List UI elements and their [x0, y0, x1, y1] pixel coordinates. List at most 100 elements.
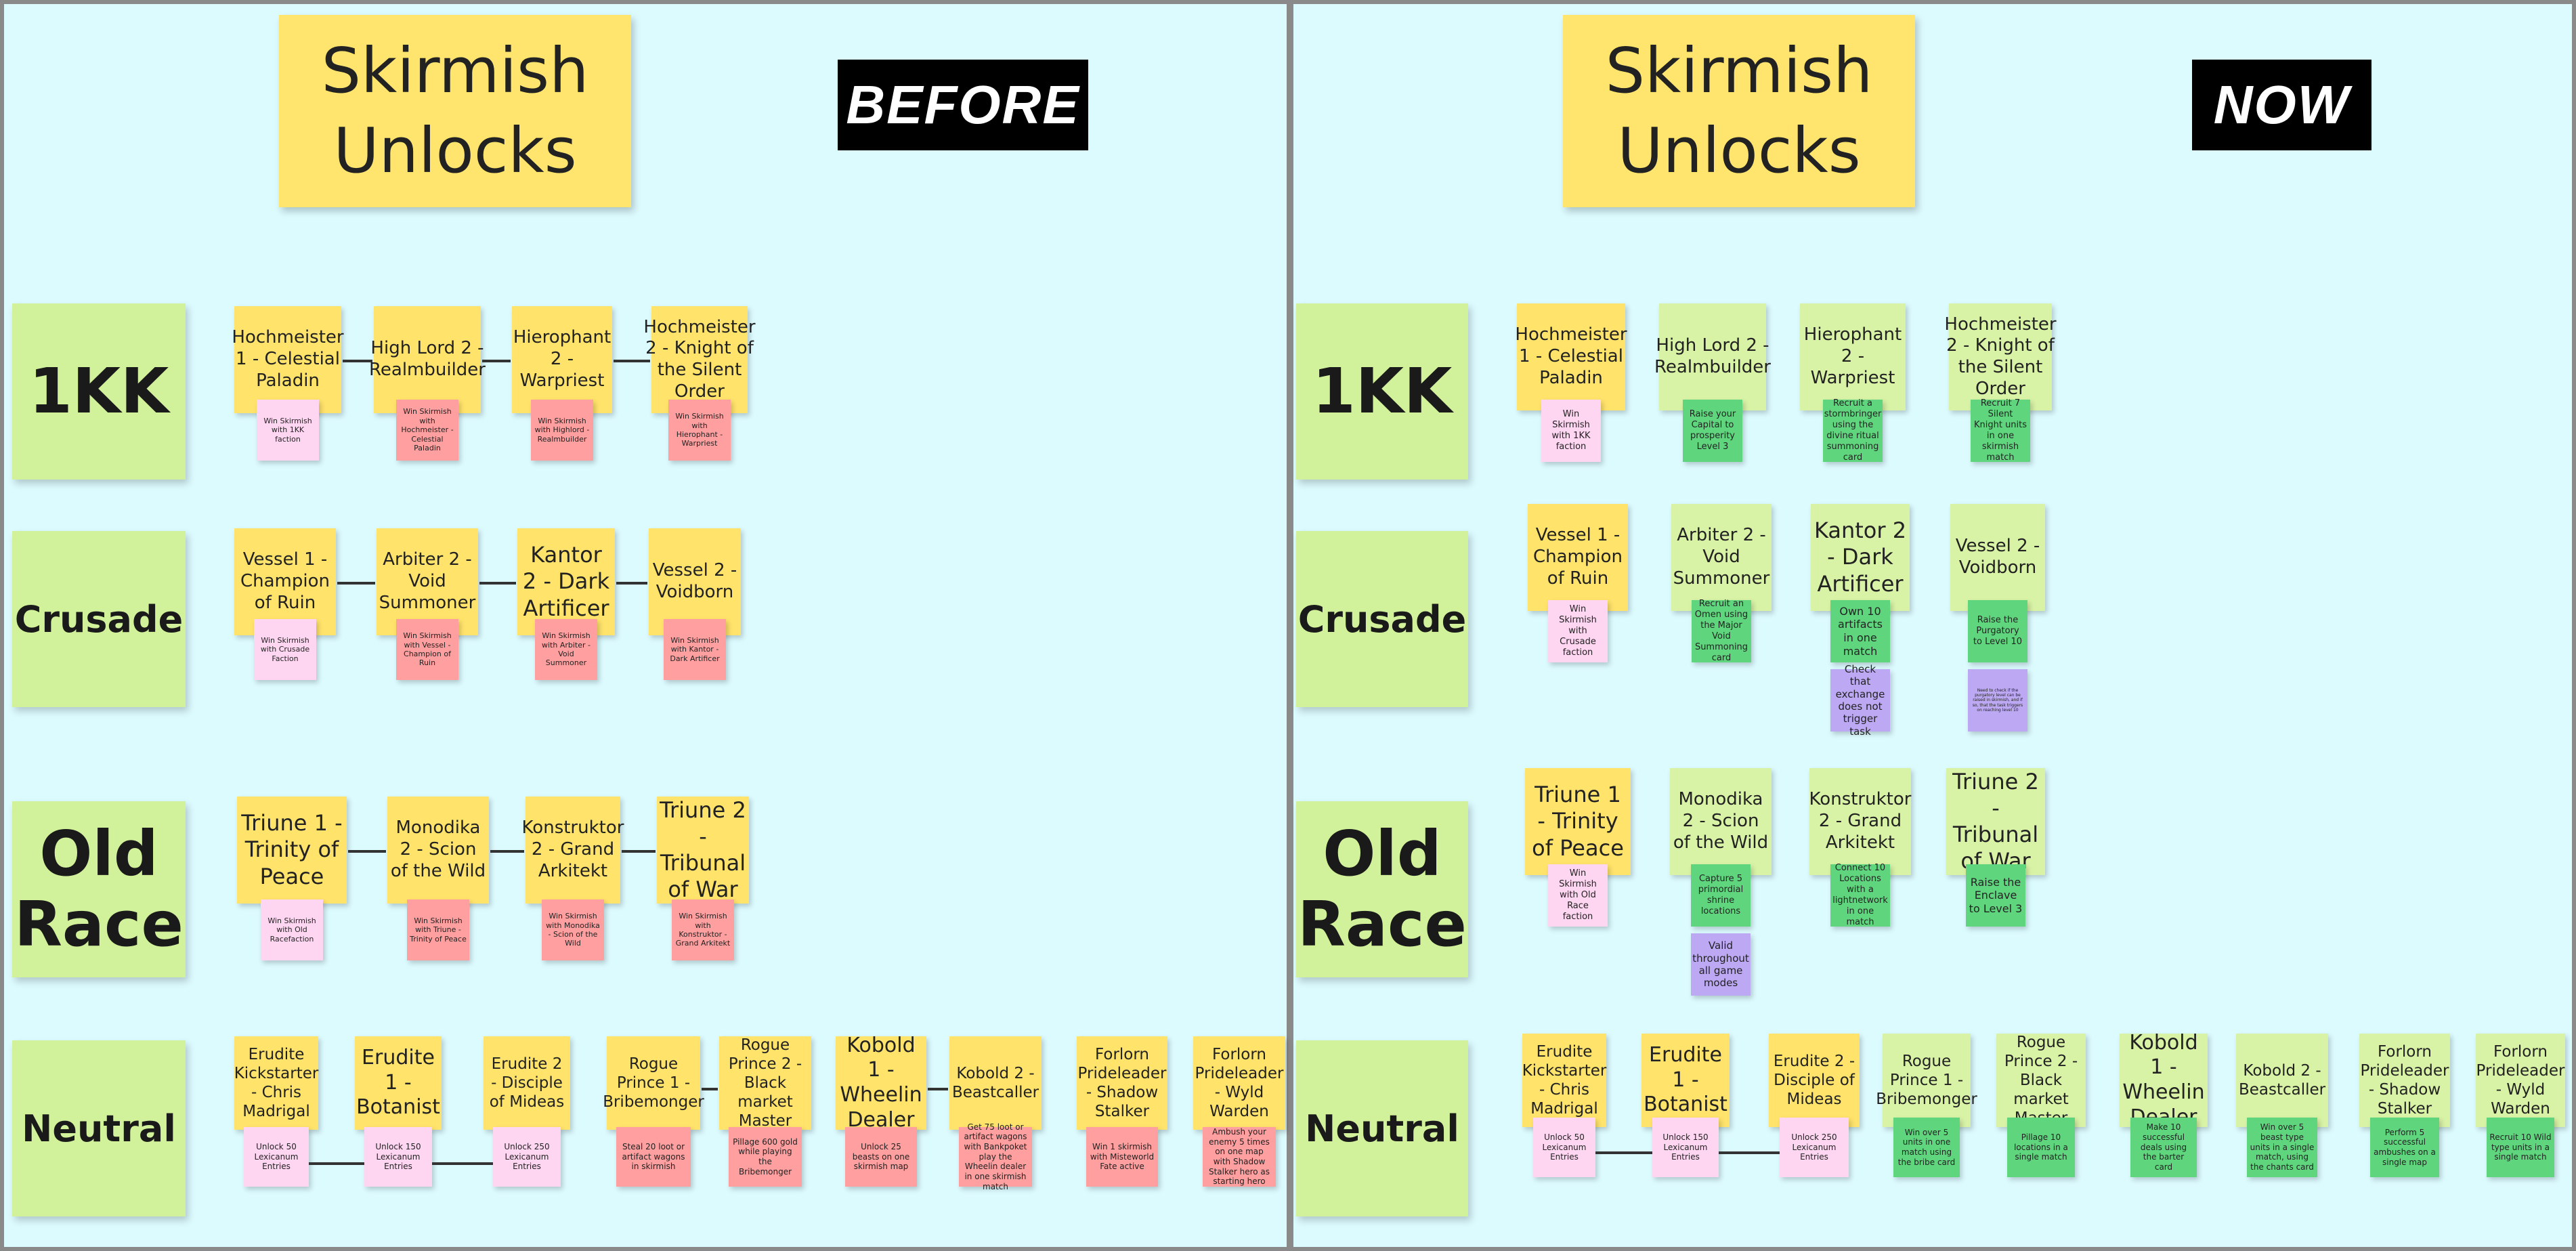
now-badge: NOW — [2192, 60, 2371, 150]
hero-n6-now: Kobold 1 - Wheelin Dealer — [2120, 1031, 2208, 1129]
hero-o2-now: Monodika 2 - Scion of the Wild — [1670, 768, 1772, 875]
note-o2-now: Valid throughout all game modes — [1691, 933, 1751, 996]
req-n1-before: Unlock 50 Lexicanum Entries — [244, 1127, 309, 1187]
req-k4-now: Recruit 7 Silent Knight units in one ski… — [1971, 398, 2030, 463]
req-n9-before: Ambush your enemy 5 times on one map wit… — [1203, 1127, 1276, 1187]
req-c4-before: Win Skirmish with Kantor - Dark Artifice… — [664, 619, 726, 680]
req-o4-now-text: Raise the Enclave to Level 3 — [1969, 875, 2023, 915]
req-n4-before-text: Steal 20 loot or artifact wagons in skir… — [622, 1142, 685, 1172]
connector-n2-n3-before — [432, 1162, 493, 1165]
req-o1-now-text: Win Skirmish with Old Race faction — [1559, 868, 1597, 922]
hero-n7-now-text: Kobold 2 - Beastcaller — [2238, 1061, 2326, 1099]
req-c1-before-text: Win Skirmish with Crusade Faction — [260, 635, 310, 663]
req-n8-now-text: Perform 5 successful ambushes on a singl… — [2374, 1127, 2436, 1167]
hero-o1-now-text: Triune 1 - Trinity of Peace — [1532, 782, 1624, 861]
category-1kk-now-text: 1KK — [1312, 355, 1453, 427]
req-n9-now: Recruit 10 Wild type units in a single m… — [2487, 1118, 2554, 1177]
category-crusade-now-text: Crusade — [1297, 597, 1467, 641]
req-k3-before-text: Win Skirmish with Highlord - Realmbuilde… — [534, 416, 590, 444]
hero-c1-now-text: Vessel 1 - Champion of Ruin — [1532, 525, 1623, 589]
hero-c4-before: Vessel 2 - Voidborn — [649, 528, 741, 635]
connector-n1-n2-now — [1595, 1151, 1652, 1154]
connector-n4-n5-before — [702, 1088, 718, 1090]
hero-c4-now: Vessel 2 - Voidborn — [1950, 504, 2045, 611]
req-n7-now: Win over 5 beast type units in a single … — [2247, 1118, 2317, 1177]
req-n8-now: Perform 5 successful ambushes on a singl… — [2370, 1118, 2439, 1177]
req-c1-now: Win Skirmish with Crusade faction — [1548, 600, 1608, 662]
hero-k3-now: Hierophant 2 - Warpriest — [1800, 303, 1906, 410]
req-n4-now-text: Win over 5 units in one match using the … — [1897, 1127, 1956, 1167]
hero-n5-before-text: Rogue Prince 2 - Black market Master — [728, 1036, 802, 1130]
hero-k1-before-text: Hochmeister 1 - Celestial Paladin — [232, 327, 344, 391]
hero-n4-now-text: Rogue Prince 1 - Bribemonger — [1876, 1052, 1977, 1109]
hero-o3-before: Konstruktor 2 - Grand Arkitekt — [522, 797, 624, 904]
req-c4-now: Raise the Purgatory to Level 10 — [1968, 600, 2027, 662]
category-oldrace-now: Old Race — [1296, 801, 1468, 977]
hero-n7-before: Kobold 2 - Beastcaller — [949, 1036, 1042, 1130]
note-c3-now-text: Check that exchange does not trigger tas… — [1835, 663, 1885, 738]
req-k1-now-text: Win Skirmish with 1KK faction — [1551, 409, 1591, 452]
req-n6-now: Make 10 successful deals using the barte… — [2130, 1118, 2197, 1177]
category-oldrace-before: Old Race — [12, 801, 186, 977]
req-o4-now: Raise the Enclave to Level 3 — [1966, 864, 2025, 927]
req-o3-now-text: Connect 10 Locations with a lightnetwork… — [1832, 863, 1888, 927]
req-c1-before: Win Skirmish with Crusade Faction — [254, 619, 316, 680]
hero-c2-before: Arbiter 2 - Void Summoner — [377, 528, 478, 635]
req-o2-now: Capture 5 primordial shrine locations — [1691, 864, 1751, 927]
req-o3-before: Win Skirmish with Monodika - Scion of th… — [542, 899, 604, 960]
hero-n6-before: Kobold 1 - Wheelin Dealer — [836, 1034, 926, 1132]
hero-o4-before-text: Triune 2 - Tribunal of War — [660, 797, 746, 903]
category-neutral-now-text: Neutral — [1305, 1107, 1459, 1150]
req-n1-now-text: Unlock 50 Lexicanum Entries — [1542, 1132, 1587, 1162]
req-n5-before-text: Pillage 600 gold while playing the Bribe… — [733, 1137, 798, 1176]
req-n3-now-text: Unlock 250 Lexicanum Entries — [1791, 1132, 1837, 1162]
req-n2-now: Unlock 150 Lexicanum Entries — [1652, 1118, 1719, 1177]
category-crusade-now: Crusade — [1296, 531, 1468, 707]
req-n6-before-text: Unlock 25 beasts on one skirmish map — [852, 1142, 910, 1172]
hero-n3-now-text: Erudite 2 - Disciple of Mideas — [1773, 1052, 1855, 1109]
hero-c3-before: Kantor 2 - Dark Artificer — [517, 528, 615, 635]
connector-o3-before — [622, 850, 656, 853]
hero-n9-before: Forlorn Prideleader - Wyld Warden — [1193, 1036, 1285, 1130]
req-k1-before-text: Win Skirmish with 1KK faction — [263, 416, 312, 444]
req-c3-before-text: Win Skirmish with Arbiter - Void Summone… — [542, 631, 591, 668]
hero-o1-before-text: Triune 1 - Trinity of Peace — [241, 810, 343, 889]
now-badge-text: NOW — [2213, 75, 2350, 135]
req-c4-now-text: Raise the Purgatory to Level 10 — [1973, 615, 2023, 647]
hero-n4-now: Rogue Prince 1 - Bribemonger — [1876, 1034, 1977, 1127]
before-badge-text: BEFORE — [846, 75, 1080, 135]
hero-n8-now: Forlorn Prideleader - Shadow Stalker — [2359, 1034, 2450, 1127]
req-k3-now: Recruit a stormbringer using the divine … — [1823, 398, 1883, 463]
hero-c1-now: Vessel 1 - Champion of Ruin — [1528, 504, 1628, 611]
note-c4-now: Need to check if the purgatory level can… — [1968, 669, 2027, 731]
hero-n4-before-text: Rogue Prince 1 - Bribemonger — [603, 1055, 704, 1111]
req-n9-before-text: Ambush your enemy 5 times on one map wit… — [1208, 1127, 1270, 1187]
req-k3-now-text: Recruit a stormbringer using the divine … — [1824, 398, 1882, 463]
req-n3-before: Unlock 250 Lexicanum Entries — [493, 1127, 561, 1187]
category-1kk-before: 1KK — [12, 303, 186, 480]
hero-c1-before-text: Vessel 1 - Champion of Ruin — [240, 549, 330, 613]
req-o2-now-text: Capture 5 primordial shrine locations — [1698, 874, 1744, 916]
req-n2-before: Unlock 150 Lexicanum Entries — [364, 1127, 432, 1187]
hero-n3-before: Erudite 2 - Disciple of Mideas — [484, 1036, 570, 1130]
hero-k2-now-text: High Lord 2 - Realmbuilder — [1654, 335, 1771, 377]
hero-c4-before-text: Vessel 2 - Voidborn — [652, 560, 737, 602]
hero-o2-now-text: Monodika 2 - Scion of the Wild — [1673, 789, 1769, 853]
req-n5-now: Pillage 10 locations in a single match — [2007, 1118, 2075, 1177]
note-c4-now-text: Need to check if the purgatory level can… — [1972, 687, 2023, 713]
req-o2-before-text: Win Skirmish with Triune - Trinity of Pe… — [410, 916, 467, 943]
hero-c4-now-text: Vessel 2 - Voidborn — [1955, 536, 2040, 578]
hero-c2-before-text: Arbiter 2 - Void Summoner — [379, 549, 476, 613]
connector-o2-before — [490, 850, 524, 853]
hero-n1-now-text: Erudite Kickstarter - Chris Madrigal — [1522, 1042, 1607, 1118]
before-badge: BEFORE — [838, 60, 1088, 150]
req-k2-now-text: Raise your Capital to prosperity Level 3 — [1689, 409, 1736, 452]
hero-k4-before: Hochmeister 2 - Knight of the Silent Ord… — [643, 306, 756, 413]
note-c3-now: Check that exchange does not trigger tas… — [1830, 663, 1890, 738]
hero-o4-now: Triune 2 - Tribunal of War — [1946, 768, 2045, 875]
before-title: Skirmish Unlocks — [279, 15, 631, 207]
req-n8-before: Win 1 skirmish with Misteworld Fate acti… — [1086, 1127, 1158, 1187]
req-c3-now-text: Own 10 artifacts in one match — [1838, 604, 1883, 658]
hero-o1-before: Triune 1 - Trinity of Peace — [237, 797, 347, 904]
